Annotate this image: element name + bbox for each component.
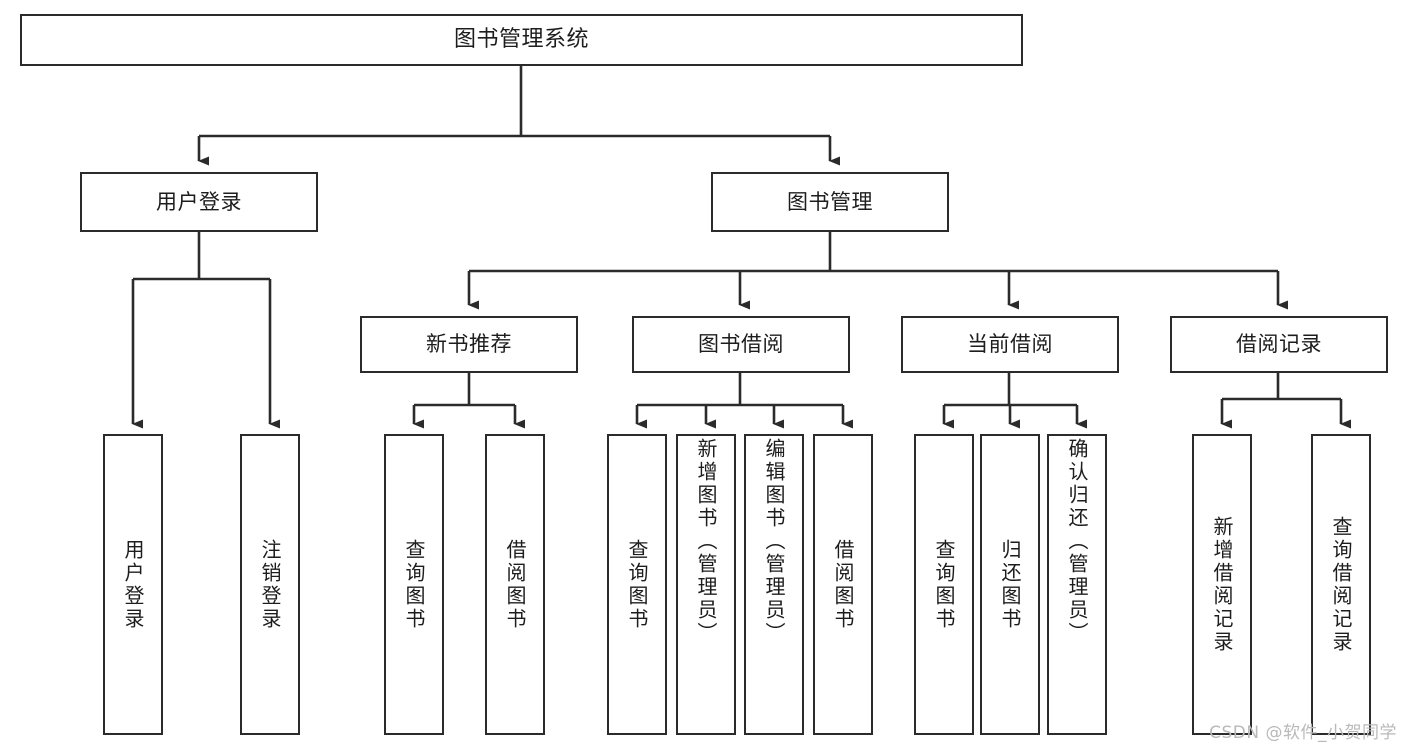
node-book-manage-label: 图书管理	[787, 189, 873, 214]
leaf-confirm-return[interactable]: 确认归还（管理员）	[1047, 434, 1107, 735]
leaf-add-book-label: 新增图书（管理员）	[694, 438, 718, 645]
node-borrow-record[interactable]: 借阅记录	[1170, 316, 1388, 373]
node-book-manage[interactable]: 图书管理	[711, 172, 949, 232]
leaf-query-book-1[interactable]: 查询图书	[384, 434, 444, 735]
leaf-logout[interactable]: 注销登录	[240, 434, 300, 735]
node-borrow-record-label: 借阅记录	[1236, 332, 1322, 357]
leaf-user-login[interactable]: 用户登录	[103, 434, 163, 735]
node-user-login-label: 用户登录	[156, 189, 242, 214]
node-root[interactable]: 图书管理系统	[20, 14, 1023, 66]
leaf-add-book[interactable]: 新增图书（管理员）	[676, 434, 736, 735]
leaf-return-book-label: 归还图书	[998, 538, 1022, 631]
leaf-user-login-label: 用户登录	[121, 538, 145, 631]
leaf-query-book-2-label: 查询图书	[625, 538, 649, 631]
leaf-query-book-3[interactable]: 查询图书	[914, 434, 974, 735]
leaf-confirm-return-label: 确认归还（管理员）	[1065, 438, 1089, 645]
leaf-query-book-1-label: 查询图书	[402, 538, 426, 631]
leaf-logout-label: 注销登录	[258, 538, 282, 631]
leaf-borrow-book-2[interactable]: 借阅图书	[813, 434, 873, 735]
leaf-query-book-2[interactable]: 查询图书	[607, 434, 667, 735]
leaf-edit-book-label: 编辑图书（管理员）	[762, 438, 786, 645]
node-root-label: 图书管理系统	[453, 27, 589, 53]
node-current-borrow[interactable]: 当前借阅	[901, 316, 1119, 373]
node-current-borrow-label: 当前借阅	[967, 332, 1053, 357]
node-new-book-rec[interactable]: 新书推荐	[360, 316, 578, 373]
node-book-borrow-label: 图书借阅	[698, 332, 784, 357]
leaf-edit-book[interactable]: 编辑图书（管理员）	[744, 434, 804, 735]
leaf-query-book-3-label: 查询图书	[932, 538, 956, 631]
node-new-book-rec-label: 新书推荐	[426, 332, 512, 357]
leaf-return-book[interactable]: 归还图书	[980, 434, 1040, 735]
leaf-borrow-book-2-label: 借阅图书	[831, 538, 855, 631]
leaf-query-record-label: 查询借阅记录	[1329, 515, 1353, 654]
leaf-add-record-label: 新增借阅记录	[1210, 515, 1234, 654]
leaf-add-record[interactable]: 新增借阅记录	[1192, 434, 1252, 735]
leaf-borrow-book-1-label: 借阅图书	[503, 538, 527, 631]
node-book-borrow[interactable]: 图书借阅	[632, 316, 850, 373]
leaf-query-record[interactable]: 查询借阅记录	[1311, 434, 1371, 735]
leaf-borrow-book-1[interactable]: 借阅图书	[485, 434, 545, 735]
node-user-login[interactable]: 用户登录	[80, 172, 318, 232]
